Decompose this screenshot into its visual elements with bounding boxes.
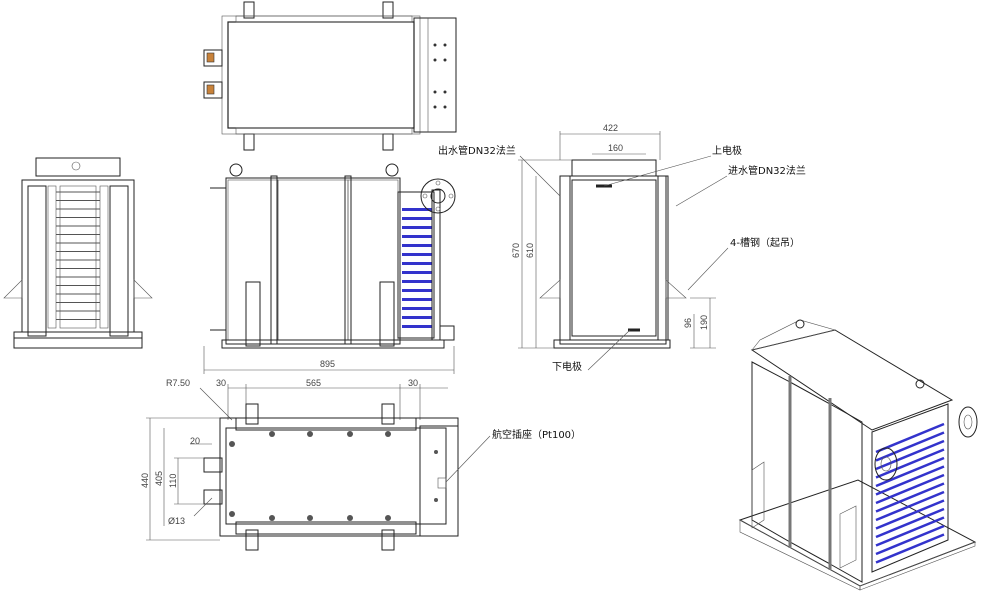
label-channel-steel: 4-槽钢（起吊） <box>730 236 800 249</box>
dim-inner-width: 405 <box>154 471 164 486</box>
iso-electrode-strip <box>875 465 945 496</box>
iso-electrode-strip <box>875 516 945 547</box>
top-view <box>203 1 457 151</box>
electrode-strip <box>402 217 432 220</box>
iso-electrode-strip <box>875 448 945 479</box>
iso-electrode-strip <box>875 499 945 530</box>
electrode-strip <box>402 271 432 274</box>
label-outlet-pipe: 出水管DN32法兰 <box>438 144 516 157</box>
terminal-lug-icon <box>203 457 223 505</box>
side-view: 422 160 670 610 96 190 出水管DN32法兰 <box>438 123 806 373</box>
electrode-strip <box>402 289 432 292</box>
iso-electrode-strip <box>875 456 945 488</box>
iso-electrode-strip <box>875 524 945 556</box>
electrode-strip <box>402 208 432 211</box>
iso-electrode-strip <box>875 490 945 522</box>
electrode-strip <box>402 298 432 301</box>
label-aviation-socket: 航空插座（Pt100） <box>492 428 581 441</box>
dim-overall-width: 440 <box>140 473 150 488</box>
dim-bottom-small: 96 <box>683 318 693 328</box>
left-end-view <box>3 157 153 349</box>
electrode-strip <box>402 280 432 283</box>
dim-overall-length: 895 <box>320 359 335 369</box>
dim-inner-width: 160 <box>608 143 623 153</box>
electrode-strip <box>402 262 432 265</box>
electrode-strip <box>402 226 432 229</box>
electrode-strip <box>402 253 432 256</box>
dim-hole-diameter: Ø13 <box>168 516 185 526</box>
iso-electrode-strip <box>875 439 945 471</box>
electrode-strip <box>402 307 432 310</box>
iso-electrode-strip <box>875 431 945 462</box>
iso-electrode-strip <box>875 482 945 513</box>
iso-electrode-strip <box>875 422 945 454</box>
dim-right-offset: 30 <box>408 378 418 388</box>
dim-height-inner: 610 <box>525 243 535 258</box>
iso-electrode-strip <box>875 507 945 539</box>
dim-span: 565 <box>306 378 321 388</box>
iso-flange-icon <box>874 406 978 481</box>
electrode-terminal-icon <box>203 49 223 99</box>
dim-bottom-large: 190 <box>699 315 709 330</box>
label-upper-electrode: 上电极 <box>712 144 742 157</box>
dim-left-offset: 30 <box>216 378 226 388</box>
iso-electrode-strip <box>875 533 945 564</box>
dim-width: 422 <box>603 123 618 133</box>
bottom-view: R7.50 30 565 30 <box>140 378 581 551</box>
front-view: 895 <box>203 163 456 374</box>
electrode-strip <box>402 235 432 238</box>
flange-icon <box>420 178 456 214</box>
label-inlet-pipe: 进水管DN32法兰 <box>728 164 806 177</box>
electrode-strip <box>402 244 432 247</box>
dim-terminal-pitch: 110 <box>168 474 178 488</box>
electrode-strip <box>402 325 432 328</box>
iso-electrode-strip <box>875 473 945 505</box>
isometric-view <box>738 319 978 591</box>
dim-height-total: 670 <box>511 243 521 258</box>
electrode-strip <box>402 316 432 319</box>
dim-radius: R7.50 <box>166 378 190 388</box>
aviation-socket-icon <box>437 477 447 489</box>
dim-hole-pitch: 20 <box>190 436 200 446</box>
label-lower-electrode: 下电极 <box>552 360 582 373</box>
